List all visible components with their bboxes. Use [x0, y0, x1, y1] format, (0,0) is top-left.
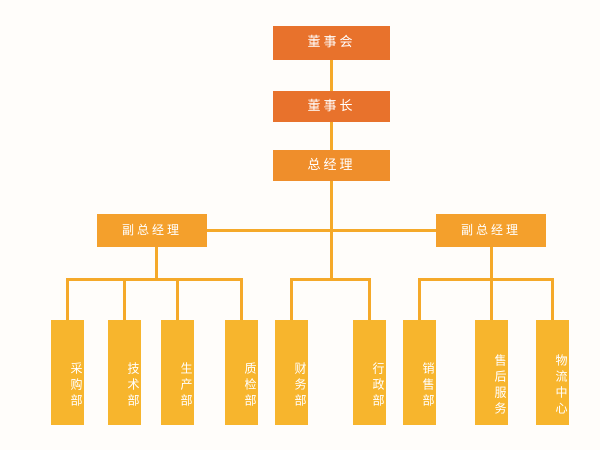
org-chart-inner: 董事会 董事长 总经理 副总经理 副总经理	[18, 0, 600, 450]
node-deputy-gm-right[interactable]: 副总经理	[436, 214, 546, 247]
connector-drop-production	[176, 278, 179, 320]
connector-deputy-crossbar	[206, 229, 437, 232]
node-chairman[interactable]: 董事长	[273, 91, 390, 122]
connector-drop-logistics	[551, 278, 554, 320]
node-general-manager[interactable]: 总经理	[273, 150, 390, 181]
node-dept-logistics[interactable]: 物流中心	[536, 320, 569, 425]
connector-drop-admin	[368, 278, 371, 320]
node-dept-technology[interactable]: 技术部	[108, 320, 141, 425]
connector-right-group-bus	[418, 278, 554, 281]
connector-deputy-left-drop	[155, 247, 158, 280]
connector-deputy-right-drop	[490, 247, 493, 280]
connector-chairman-to-gm	[330, 122, 333, 150]
connector-drop-aftersales	[490, 278, 493, 320]
node-dept-quality[interactable]: 质检部	[225, 320, 258, 425]
connector-drop-sales	[418, 278, 421, 320]
connector-drop-quality	[240, 278, 243, 320]
node-dept-aftersales[interactable]: 售后服务	[475, 320, 508, 425]
connector-board-to-chairman	[330, 60, 333, 91]
node-board[interactable]: 董事会	[273, 26, 390, 60]
connector-center-group-bus	[290, 278, 371, 281]
node-dept-sales[interactable]: 销售部	[403, 320, 436, 425]
node-dept-admin[interactable]: 行政部	[353, 320, 386, 425]
connector-drop-technology	[123, 278, 126, 320]
connector-drop-purchasing	[66, 278, 69, 320]
connector-left-group-bus	[66, 278, 243, 281]
node-dept-finance[interactable]: 财务部	[275, 320, 308, 425]
node-dept-purchasing[interactable]: 采购部	[51, 320, 84, 425]
node-dept-production[interactable]: 生产部	[161, 320, 194, 425]
node-deputy-gm-left[interactable]: 副总经理	[97, 214, 207, 247]
connector-drop-finance	[290, 278, 293, 320]
